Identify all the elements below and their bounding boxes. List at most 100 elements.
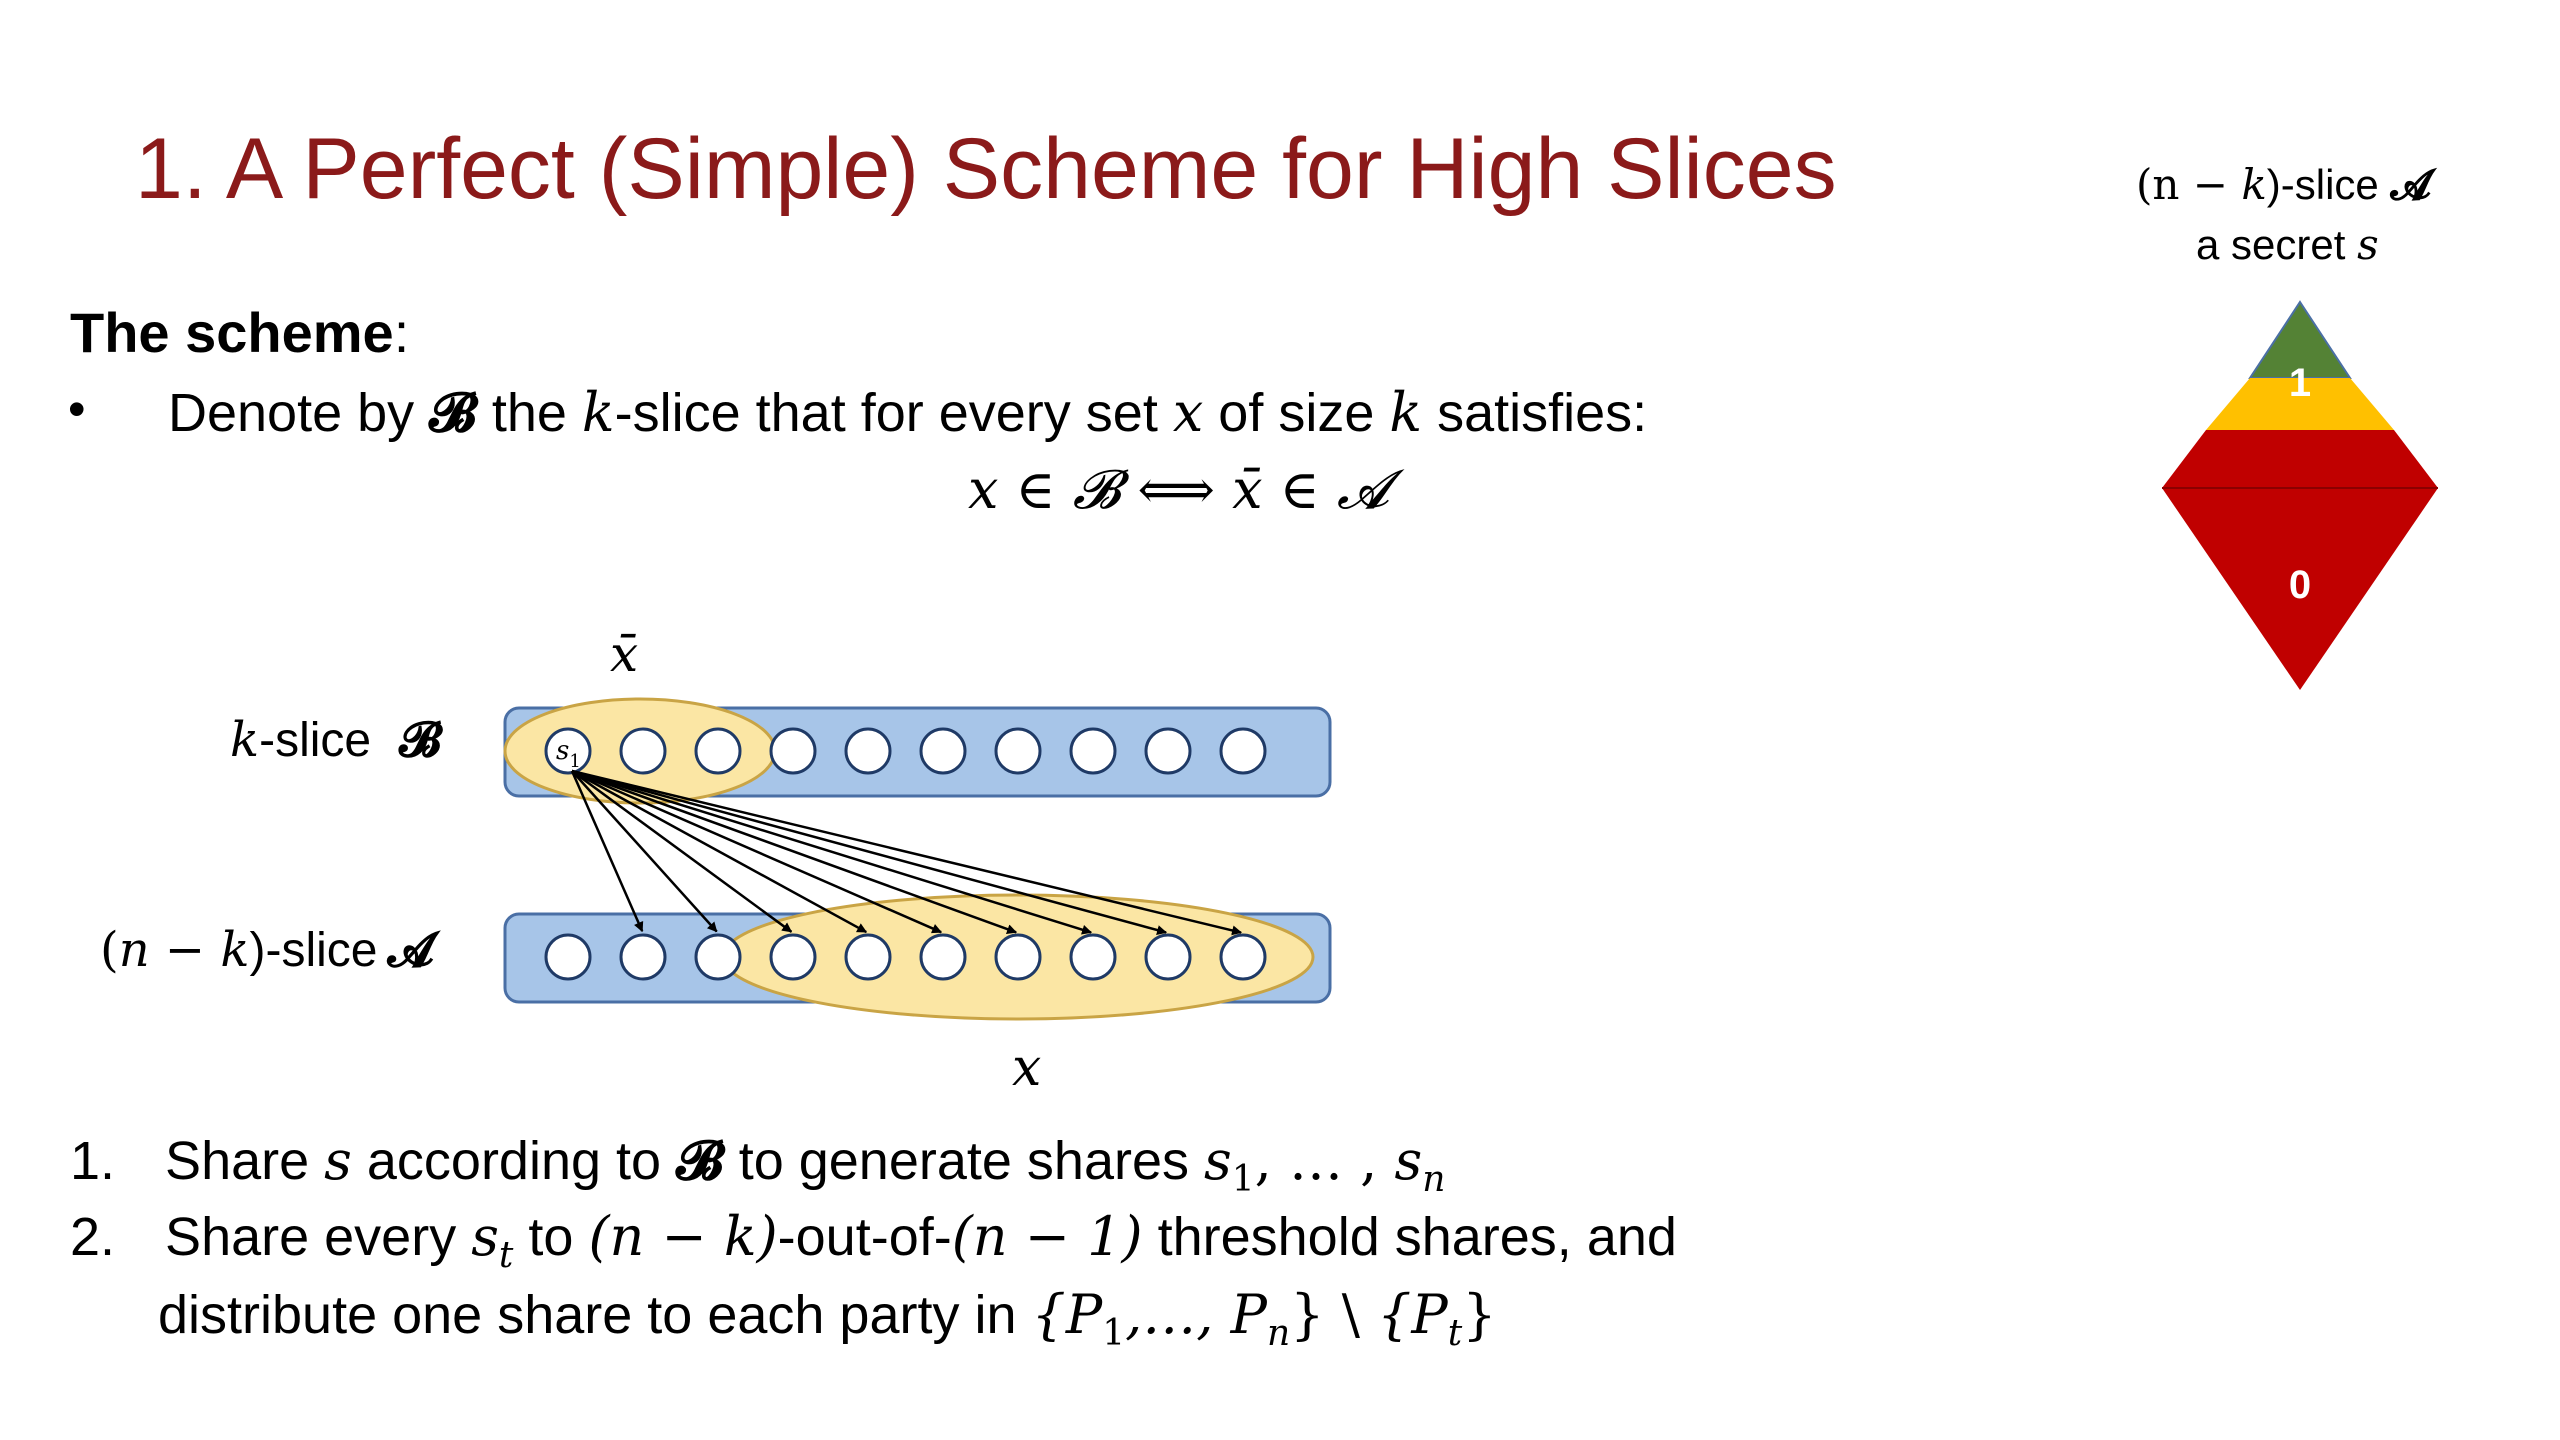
side-caption-line-2: a secret s — [2196, 220, 2379, 269]
x-label: x — [1012, 1038, 1042, 1098]
caption-part: a secret — [2196, 221, 2358, 268]
step-text: Share every — [165, 1207, 472, 1267]
caption-part: (n − — [2136, 160, 2242, 209]
k-slice-party-circle — [769, 727, 817, 775]
k-slice-party-circle — [694, 727, 742, 775]
subscript: n — [1266, 1312, 1291, 1354]
bullet-text-part: Denote by — [168, 383, 430, 443]
s1-subscript: 1 — [569, 751, 580, 772]
step-2: 2. Share every st to (n − k)-out-of-(n − … — [70, 1205, 1677, 1276]
scheme-heading: The scheme: — [70, 300, 409, 365]
share-arrow — [571, 769, 793, 933]
nk-slice-party-circle — [994, 933, 1042, 981]
symbol-A: 𝓐 — [387, 922, 434, 978]
var-sn: s — [1394, 1129, 1423, 1192]
symbol-A: 𝓐 — [2390, 160, 2432, 209]
k-slice-party-circle — [994, 727, 1042, 775]
subscript: t — [1447, 1312, 1463, 1354]
step-text: threshold shares, and — [1142, 1207, 1677, 1267]
step-text: -out-of- — [777, 1207, 952, 1267]
expr-nk: (n − k) — [588, 1205, 778, 1268]
var-s1: s — [1204, 1129, 1232, 1192]
subscript: t — [498, 1234, 514, 1276]
step-text: Share — [165, 1131, 325, 1191]
bullet-text-part: of size — [1203, 383, 1390, 443]
nk-slice-party-circle — [619, 933, 667, 981]
k-slice-party-circle — [619, 727, 667, 775]
nk-slice-party-circle — [769, 933, 817, 981]
ellipsis: , … , — [1254, 1129, 1395, 1192]
nk-slice-open: ( — [100, 922, 119, 978]
scheme-heading-text: The scheme — [70, 301, 394, 364]
subscript: n — [1422, 1158, 1446, 1200]
nk-slice-party-circle — [694, 933, 742, 981]
slide-title: 1. A Perfect (Simple) Scheme for High Sl… — [135, 121, 1837, 217]
nk-slice-party-circle — [844, 933, 892, 981]
share-arrow — [571, 770, 718, 933]
pyramid-bottom-value: 0 — [2289, 563, 2311, 607]
step-2-line-2: distribute one share to each party in {P… — [158, 1283, 1497, 1354]
k-slice-party-circle — [844, 727, 892, 775]
var-s: s — [2357, 220, 2379, 269]
share-arrow — [571, 769, 868, 934]
k-slice-party-circle — [1069, 727, 1117, 775]
bullet-text-part: satisfies: — [1422, 383, 1648, 443]
symbol-B: 𝓑 — [676, 1128, 724, 1192]
share-arrow — [571, 769, 1168, 935]
k-slice-label-text: -slice — [259, 714, 372, 767]
symbol-B: 𝓑 — [429, 380, 477, 444]
party-set: } — [1290, 1283, 1325, 1346]
nk-slice-party-circle — [919, 933, 967, 981]
share-arrow — [570, 770, 644, 933]
var-k: k — [581, 381, 615, 444]
step-number: 1. — [70, 1131, 116, 1191]
xbar-label: x̄ — [610, 625, 639, 683]
share-arrow — [571, 769, 943, 934]
share-arrow — [571, 769, 1243, 936]
setminus: \ — [1324, 1283, 1378, 1346]
nk-slice-party-circle — [1069, 933, 1117, 981]
pyramid-red-upper — [2162, 430, 2438, 488]
party-set: } — [1462, 1283, 1497, 1346]
nk-slice-party-circle — [1144, 933, 1192, 981]
step-text: distribute one share to each party in — [158, 1285, 1032, 1345]
bullet-dot: • — [68, 381, 86, 437]
k-slice-party-circle — [544, 727, 592, 775]
var-k: k — [1389, 381, 1423, 444]
nk-slice-close: )-slice — [249, 924, 378, 977]
side-caption-line-1: (n − k)-slice 𝓐 — [2136, 160, 2431, 210]
k-slice-party-circle — [919, 727, 967, 775]
pyramid-yellow-band — [2206, 378, 2394, 430]
var-k: k — [2241, 160, 2267, 209]
step-1: 1. Share s according to 𝓑 to generate sha… — [70, 1128, 1445, 1200]
symbol-B: 𝓑 — [399, 712, 442, 768]
var-st: s — [471, 1205, 499, 1268]
step-text: to generate shares — [723, 1131, 1205, 1191]
party-set: {P — [1031, 1283, 1103, 1346]
var-x: x — [1172, 381, 1204, 444]
step-number: 2. — [70, 1207, 116, 1267]
bullet-text-part: the — [476, 383, 582, 443]
k-slice-label: k-slice 𝓑 — [230, 712, 441, 769]
nk-slice-party-circle — [544, 933, 592, 981]
pyramid-red-lower — [2162, 488, 2438, 690]
party-set: ,…, P — [1125, 1283, 1267, 1346]
step-text: to — [513, 1207, 589, 1267]
formula: x ∈ 𝓑 ⟺ x̄ ∈ 𝓐 — [968, 458, 1390, 521]
k-slice-party-circle — [1144, 727, 1192, 775]
share-arrow — [571, 769, 1093, 935]
var-s: s — [324, 1129, 352, 1192]
scheme-heading-colon: : — [393, 301, 410, 364]
bullet-text: Denote by 𝓑 the k-slice that for every s… — [168, 380, 1647, 445]
share-arrow — [571, 769, 1018, 934]
nk-slice-expr: n − k — [118, 922, 250, 978]
pyramid-top-value: 1 — [2289, 361, 2311, 405]
var-k: k — [230, 712, 260, 768]
step-text: according to — [351, 1131, 677, 1191]
expr-n1: (n − 1) — [951, 1205, 1143, 1268]
subscript: 1 — [1231, 1158, 1255, 1200]
party-set: {P — [1377, 1283, 1448, 1346]
caption-part: )-slice — [2266, 161, 2391, 208]
